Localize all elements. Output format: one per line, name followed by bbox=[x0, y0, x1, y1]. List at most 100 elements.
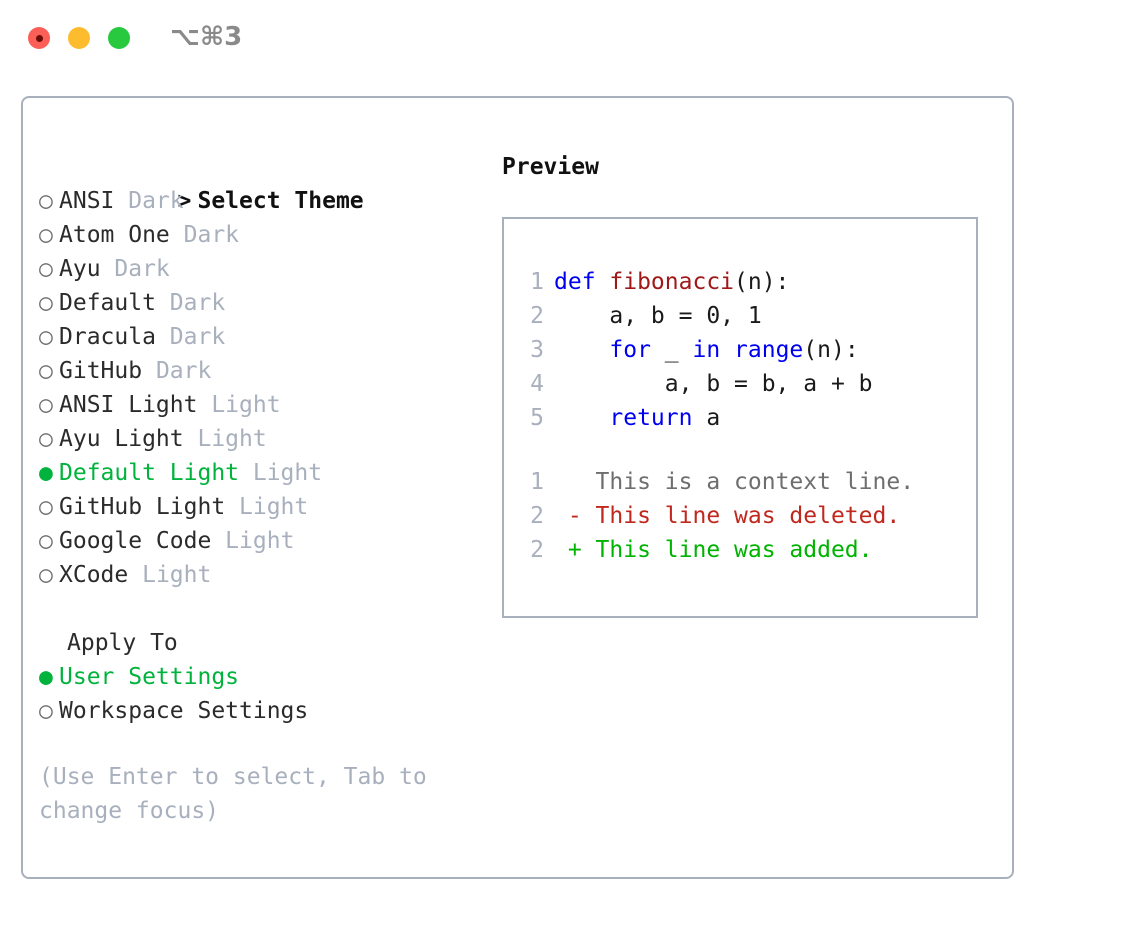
theme-list-item[interactable]: ○Atom One Dark bbox=[39, 218, 489, 252]
theme-list-item[interactable]: ○Ayu Light Light bbox=[39, 422, 489, 456]
diff-line: 2 + This line was added. bbox=[522, 533, 970, 567]
window-title: ⌥⌘3 bbox=[170, 22, 243, 52]
keyboard-hint: (Use Enter to select, Tab to change focu… bbox=[39, 764, 441, 824]
radio-unselected-icon: ○ bbox=[39, 290, 53, 316]
theme-item-variant: Light bbox=[239, 460, 323, 486]
code-token: (n): bbox=[803, 337, 859, 363]
code-line: 4 a, b = b, a + b bbox=[522, 367, 970, 401]
theme-item-variant: Dark bbox=[142, 358, 212, 384]
theme-item-label: Default bbox=[59, 290, 156, 316]
code-line-number: 3 bbox=[530, 337, 544, 363]
theme-list-item[interactable]: ○ANSI Light Light bbox=[39, 388, 489, 422]
window-controls bbox=[28, 27, 130, 49]
theme-item-variant: Light bbox=[197, 392, 281, 418]
theme-item-variant: Light bbox=[128, 562, 212, 588]
theme-list-item[interactable]: ●Default Light Light bbox=[39, 456, 489, 490]
radio-unselected-icon: ○ bbox=[39, 256, 53, 282]
radio-unselected-icon: ○ bbox=[39, 494, 53, 520]
radio-unselected-icon: ○ bbox=[39, 562, 53, 588]
code-line-number: 2 bbox=[530, 303, 544, 329]
code-token: a bbox=[692, 405, 721, 431]
code-diff-spacer bbox=[522, 435, 970, 465]
theme-list-item[interactable]: ○XCode Light bbox=[39, 558, 489, 592]
zoom-button[interactable] bbox=[108, 27, 130, 49]
theme-item-variant: Dark bbox=[155, 290, 226, 316]
code-line-number: 5 bbox=[530, 405, 544, 431]
theme-list-item[interactable]: ○GitHub Dark bbox=[39, 354, 489, 388]
diff-sample: 1 This is a context line. 2 - This line w… bbox=[522, 465, 970, 567]
theme-item-variant: Light bbox=[225, 494, 309, 520]
radio-unselected-icon: ○ bbox=[39, 528, 53, 554]
radio-selected-icon: ● bbox=[39, 460, 53, 486]
diff-marker: + bbox=[554, 537, 582, 563]
diff-text: This line was added. bbox=[581, 537, 873, 563]
apply-to-heading: Apply To bbox=[67, 630, 178, 656]
code-token bbox=[554, 405, 609, 431]
code-line: 5 return a bbox=[522, 401, 970, 435]
title-bar: ⌥⌘3 bbox=[0, 0, 1140, 78]
radio-unselected-icon: ○ bbox=[39, 426, 53, 452]
apply-to-list: ●User Settings○Workspace Settings bbox=[39, 660, 489, 728]
theme-item-label: ANSI Light bbox=[59, 392, 198, 418]
code-line: 1 def fibonacci(n): bbox=[522, 265, 970, 299]
select-theme-header: >Select Theme bbox=[39, 150, 489, 214]
radio-unselected-icon: ○ bbox=[39, 188, 53, 214]
theme-list-item[interactable]: ○Ayu Dark bbox=[39, 252, 489, 286]
radio-unselected-icon: ○ bbox=[39, 392, 53, 418]
theme-item-label: Ayu bbox=[59, 256, 101, 282]
apply-to-item-label: Workspace Settings bbox=[59, 698, 309, 724]
radio-unselected-icon: ○ bbox=[39, 222, 53, 248]
code-token: in bbox=[692, 337, 721, 363]
code-line: 2 a, b = 0, 1 bbox=[522, 299, 970, 333]
code-token: fibonacci bbox=[609, 269, 735, 295]
radio-unselected-icon: ○ bbox=[39, 324, 53, 350]
theme-list-item[interactable]: ○Google Code Light bbox=[39, 524, 489, 558]
apply-to-item[interactable]: ●User Settings bbox=[39, 660, 489, 694]
theme-item-variant: Light bbox=[211, 528, 295, 554]
diff-marker: - bbox=[554, 503, 582, 529]
code-token: a, b = b, a + b bbox=[554, 371, 873, 397]
code-line-number: 1 bbox=[530, 269, 544, 295]
code-token bbox=[720, 337, 734, 363]
theme-list: ○ANSI Dark○Atom One Dark○Ayu Dark○Defaul… bbox=[39, 184, 489, 592]
diff-line-number: 1 bbox=[530, 469, 544, 495]
code-token bbox=[554, 337, 609, 363]
theme-item-label: GitHub bbox=[59, 358, 143, 384]
theme-list-item[interactable]: ○Default Dark bbox=[39, 286, 489, 320]
diff-marker bbox=[554, 469, 582, 495]
theme-list-item[interactable]: ○ANSI Dark bbox=[39, 184, 489, 218]
apply-to-item[interactable]: ○Workspace Settings bbox=[39, 694, 489, 728]
theme-item-variant: Light bbox=[183, 426, 267, 452]
diff-line-number: 2 bbox=[530, 503, 544, 529]
radio-unselected-icon: ○ bbox=[39, 358, 53, 384]
theme-item-label: XCode bbox=[59, 562, 129, 588]
theme-item-variant: Dark bbox=[114, 188, 184, 214]
preview-heading: Preview bbox=[502, 154, 599, 180]
close-button[interactable] bbox=[28, 27, 50, 49]
radio-unselected-icon: ○ bbox=[39, 698, 53, 724]
theme-item-variant: Dark bbox=[155, 324, 226, 350]
theme-item-label: GitHub Light bbox=[59, 494, 226, 520]
radio-selected-icon: ● bbox=[39, 664, 53, 690]
theme-list-item[interactable]: ○Dracula Dark bbox=[39, 320, 489, 354]
theme-item-label: Atom One bbox=[59, 222, 170, 248]
theme-item-label: ANSI bbox=[59, 188, 115, 214]
code-token: def bbox=[554, 269, 610, 295]
minimize-button[interactable] bbox=[68, 27, 90, 49]
theme-picker-panel: >Select Theme ○ANSI Dark○Atom One Dark○A… bbox=[21, 96, 1014, 879]
theme-selection-column: >Select Theme ○ANSI Dark○Atom One Dark○A… bbox=[39, 150, 489, 728]
diff-line: 1 This is a context line. bbox=[522, 465, 970, 499]
code-token: (n): bbox=[734, 269, 790, 295]
code-token: range bbox=[734, 337, 804, 363]
code-line-number: 4 bbox=[530, 371, 544, 397]
theme-list-item[interactable]: ○GitHub Light Light bbox=[39, 490, 489, 524]
code-token: for bbox=[609, 337, 651, 363]
diff-text: This is a context line. bbox=[581, 469, 915, 495]
theme-item-label: Dracula bbox=[59, 324, 156, 350]
code-line: 3 for _ in range(n): bbox=[522, 333, 970, 367]
theme-item-variant: Dark bbox=[100, 256, 170, 282]
